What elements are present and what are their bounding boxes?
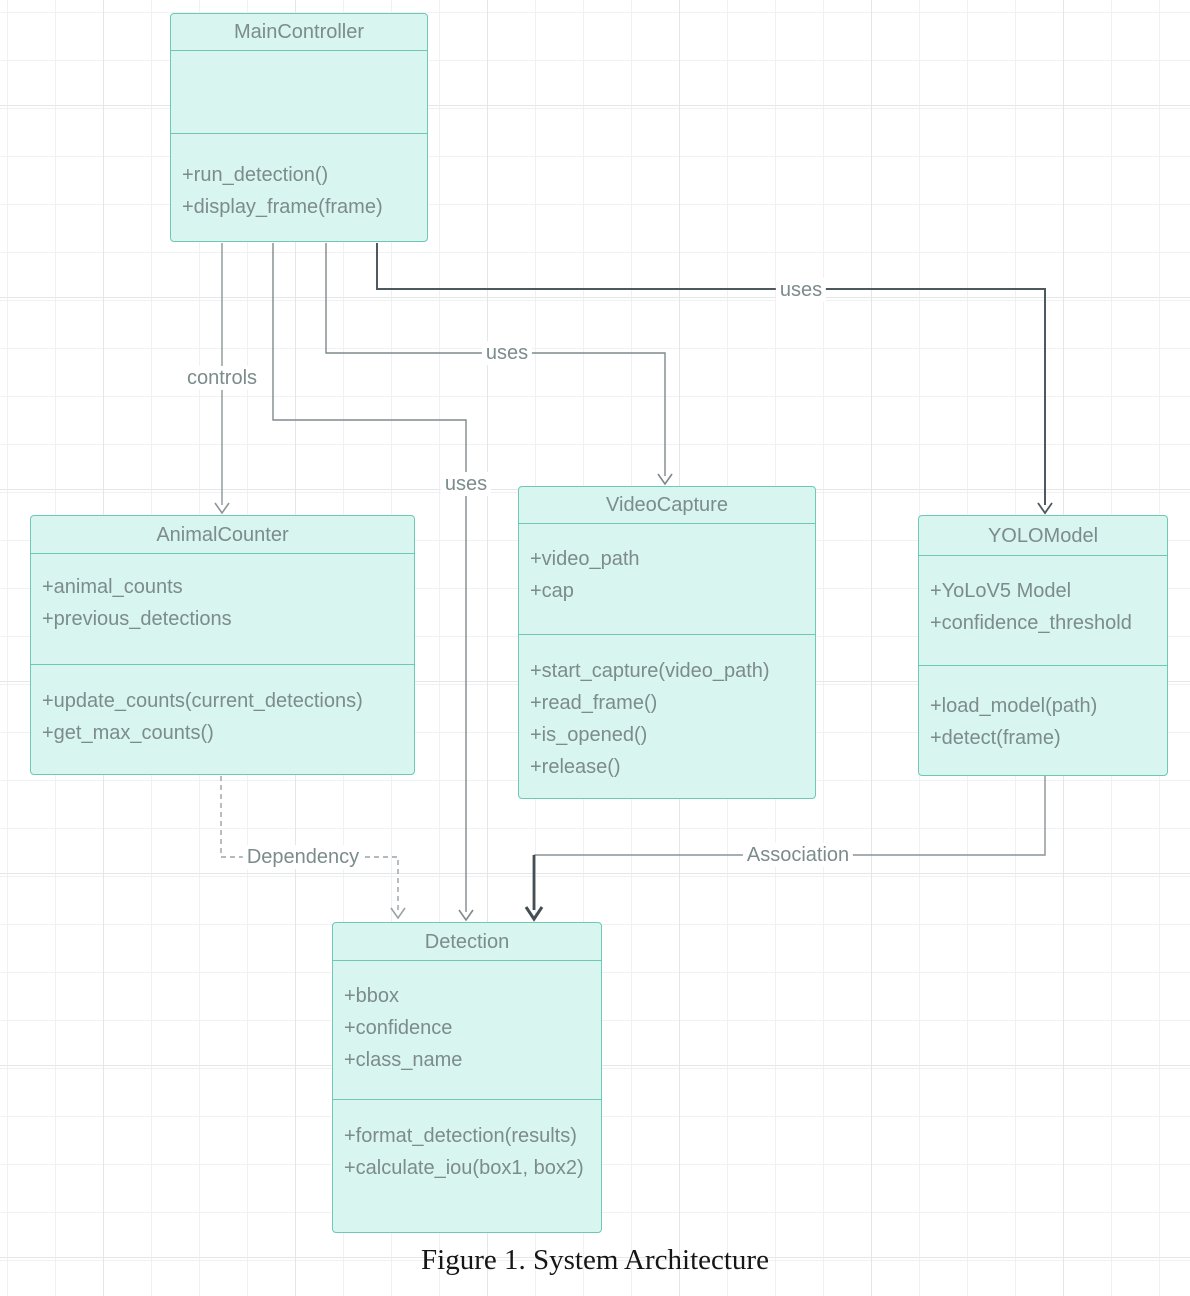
attribute: +animal_counts <box>42 576 183 598</box>
method: +load_model(path) <box>930 695 1098 717</box>
method: +run_detection() <box>182 164 329 186</box>
class-animalcounter-title: AnimalCounter <box>31 516 414 554</box>
method: +release() <box>530 756 621 778</box>
edge-dependency-line <box>220 776 399 910</box>
class-videocapture: VideoCapture +video_path +cap +start_cap… <box>518 486 816 799</box>
figure-caption: Figure 1. System Architecture <box>421 1244 769 1276</box>
edge-label-uses-detection: uses <box>440 472 492 496</box>
class-animalcounter: AnimalCounter +animal_counts +previous_d… <box>30 515 415 775</box>
class-maincontroller: MainController +run_detection() +display… <box>170 13 428 242</box>
attribute: +YoLoV5 Model <box>930 580 1072 602</box>
method: +format_detection(results) <box>344 1125 577 1147</box>
edge-label-association: Association <box>742 843 854 867</box>
attribute: +previous_detections <box>42 608 232 630</box>
edge-label-uses-videocapture: uses <box>481 341 533 365</box>
edge-controls-arrowhead-icon <box>214 502 230 515</box>
class-animalcounter-attributes: +animal_counts +previous_detections <box>31 554 414 665</box>
class-videocapture-methods: +start_capture(video_path) +read_frame()… <box>519 635 815 798</box>
class-detection-attributes: +bbox +confidence +class_name <box>333 961 601 1100</box>
method: +detect(frame) <box>930 727 1061 749</box>
method: +display_frame(frame) <box>182 196 383 218</box>
class-detection-title: Detection <box>333 923 601 961</box>
edge-dependency-arrowhead-icon <box>390 907 406 920</box>
edge-uses-detection-arrowhead-icon <box>458 909 474 922</box>
class-maincontroller-methods: +run_detection() +display_frame(frame) <box>171 134 427 241</box>
class-detection-methods: +format_detection(results) +calculate_io… <box>333 1100 601 1232</box>
edge-label-dependency: Dependency <box>242 845 364 869</box>
class-videocapture-title: VideoCapture <box>519 487 815 524</box>
class-maincontroller-title: MainController <box>171 14 427 51</box>
attribute: +confidence <box>344 1017 453 1039</box>
class-yolomodel-methods: +load_model(path) +detect(frame) <box>919 666 1167 775</box>
method: +get_max_counts() <box>42 722 214 744</box>
method: +read_frame() <box>530 692 658 714</box>
attribute: +cap <box>530 580 574 602</box>
class-detection: Detection +bbox +confidence +class_name … <box>332 922 602 1233</box>
class-maincontroller-attributes <box>171 51 427 134</box>
class-yolomodel: YOLOModel +YoLoV5 Model +confidence_thre… <box>918 515 1168 776</box>
attribute: +confidence_threshold <box>930 612 1132 634</box>
method: +is_opened() <box>530 724 648 746</box>
edge-uses-yolomodel-line <box>376 243 1046 505</box>
edge-label-controls: controls <box>182 366 262 390</box>
edge-association-arrowhead-icon <box>524 906 544 922</box>
attribute: +class_name <box>344 1049 463 1071</box>
edge-uses-videocapture-arrowhead-icon <box>657 473 673 486</box>
method: +start_capture(video_path) <box>530 660 770 682</box>
class-videocapture-attributes: +video_path +cap <box>519 524 815 635</box>
edge-label-uses-yolomodel: uses <box>775 278 827 302</box>
edge-uses-yolomodel-arrowhead-icon <box>1037 502 1053 515</box>
attribute: +video_path <box>530 548 640 570</box>
method: +calculate_iou(box1, box2) <box>344 1157 584 1179</box>
class-yolomodel-title: YOLOModel <box>919 516 1167 556</box>
class-animalcounter-methods: +update_counts(current_detections) +get_… <box>31 665 414 774</box>
method: +update_counts(current_detections) <box>42 690 363 712</box>
attribute: +bbox <box>344 985 400 1007</box>
class-yolomodel-attributes: +YoLoV5 Model +confidence_threshold <box>919 556 1167 666</box>
